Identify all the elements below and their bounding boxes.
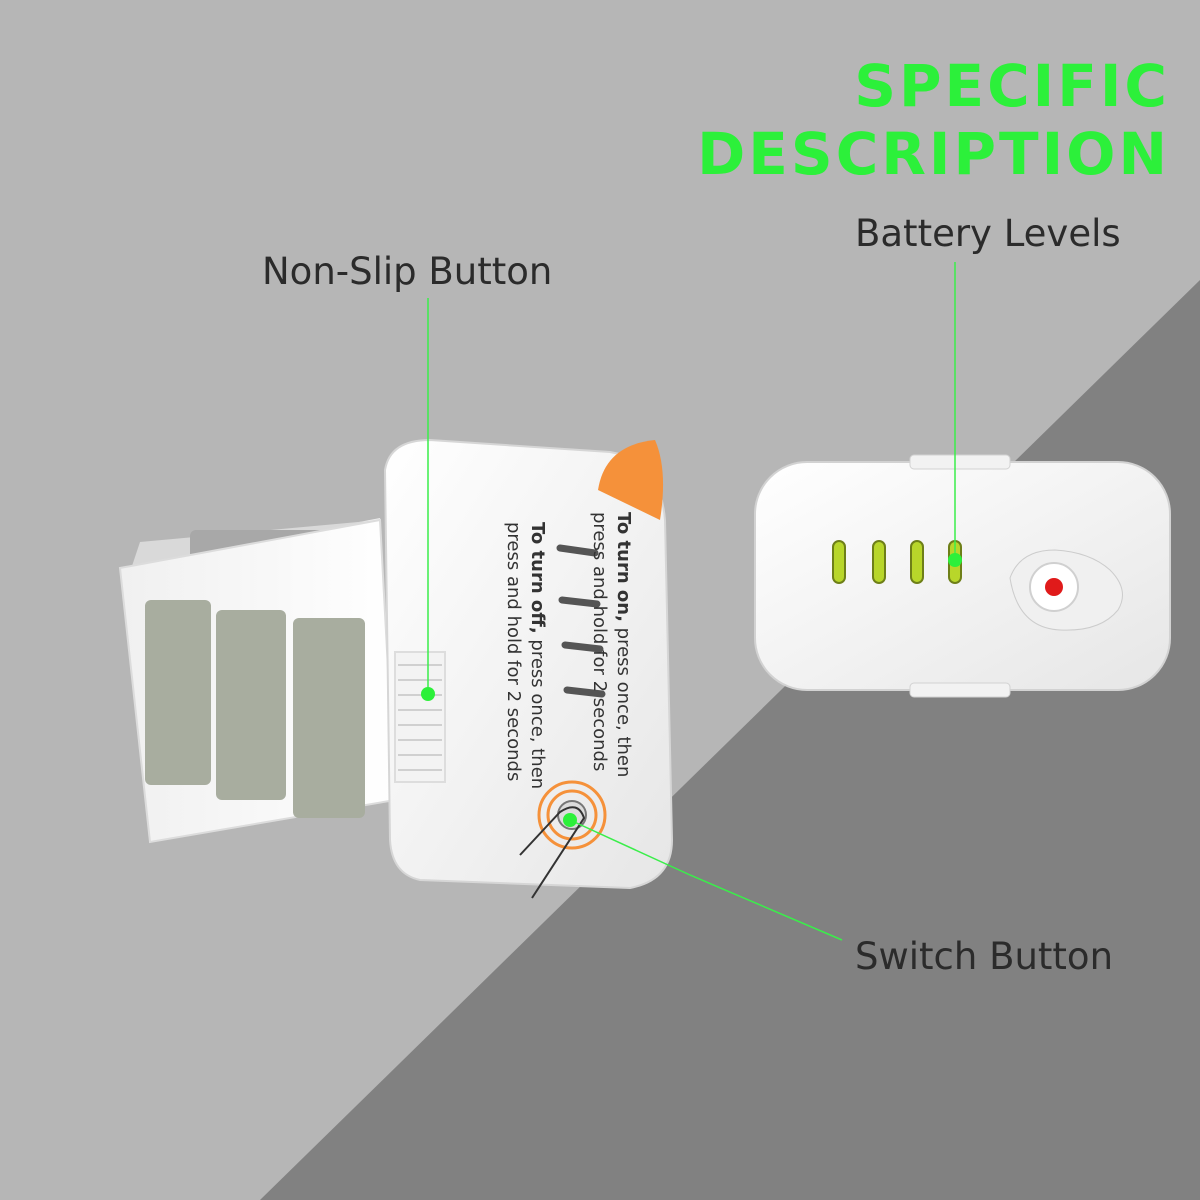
power-led [1045, 578, 1063, 596]
orange-release-tab [598, 440, 664, 520]
svg-text:To turn on, press once, then: To turn on, press once, then [613, 512, 634, 777]
battery-levels-label: Battery Levels [855, 212, 1121, 255]
side-label-1 [145, 600, 211, 785]
callout-dot-switch [563, 813, 577, 827]
turn-off-bold-text: To turn off, [527, 522, 548, 634]
turn-on-line2-text: press and hold for 2 seconds [589, 512, 610, 771]
instruction-text: To turn on, press once, then press and h… [503, 512, 634, 789]
page-title: SPECIFIC DESCRIPTION [697, 52, 1170, 188]
level-indicator-slots [556, 544, 606, 698]
turn-off-line2-text: press and hold for 2 seconds [503, 522, 524, 781]
non-slip-ridges [394, 651, 446, 783]
callout-lines [427, 262, 956, 941]
non-slip-button-label: Non-Slip Button [262, 250, 553, 293]
turn-off-text: press once, then [527, 634, 548, 790]
turn-on-text: press once, then [613, 622, 634, 778]
callout-line-switch [569, 819, 843, 941]
side-label-2 [216, 610, 286, 800]
switch-button-label: Switch Button [855, 935, 1114, 978]
turn-on-bold-text: To turn on, [613, 512, 634, 622]
power-button[interactable] [1009, 549, 1123, 631]
callout-dot-nonslip [421, 687, 435, 701]
callout-dots [421, 553, 962, 827]
battery-level-leds [832, 540, 962, 584]
battery-back-view [754, 454, 1171, 698]
battery-front-face: To turn on, press once, then press and h… [383, 438, 674, 899]
side-label-3 [293, 618, 365, 818]
svg-text:To turn off, press once, then: To turn off, press once, then [527, 522, 548, 789]
battery-side-view [118, 518, 397, 844]
callout-dot-battery [948, 553, 962, 567]
finger-press-icon [519, 806, 586, 899]
